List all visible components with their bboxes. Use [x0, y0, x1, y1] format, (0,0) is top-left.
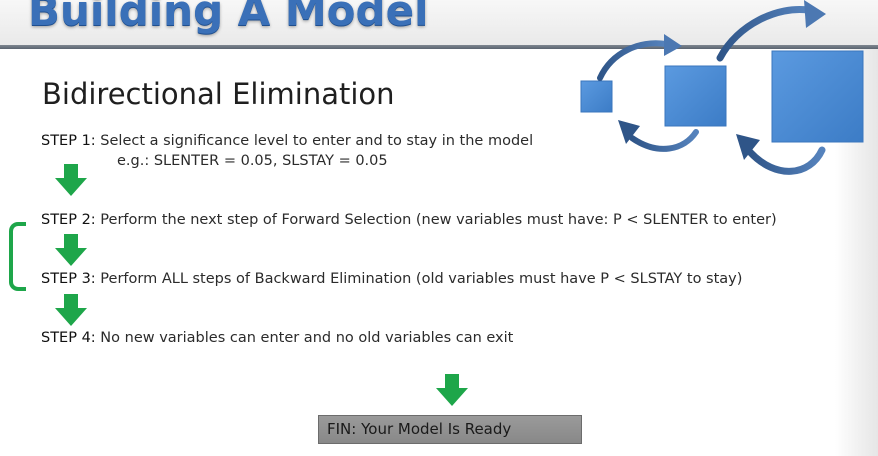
green-down-arrow-icon [55, 234, 87, 266]
slide-subtitle: Bidirectional Elimination [42, 77, 395, 111]
step-4: STEP 4: No new variables can enter and n… [41, 328, 513, 348]
title-divider [0, 45, 878, 49]
step-1-label: STEP 1: [41, 133, 96, 149]
step-3-text: Perform ALL steps of Backward Eliminatio… [95, 271, 743, 287]
small-square [580, 80, 613, 113]
step-2-label: STEP 2: [41, 212, 96, 228]
medium-square [664, 65, 727, 127]
step-1: STEP 1: Select a significance level to e… [41, 131, 533, 151]
curve-arrow-down-2 [746, 146, 826, 175]
step-1-text: Select a significance level to enter and… [95, 133, 534, 149]
curve-arrow-up-2 [716, 5, 812, 62]
step-3-label: STEP 3: [41, 271, 96, 287]
green-down-arrow-icon [55, 164, 87, 196]
growing-squares-graphic [580, 0, 864, 175]
step-2-text: Perform the next step of Forward Selecti… [95, 212, 777, 228]
fin-label: FIN: [327, 420, 357, 438]
curve-arrow-up-1 [597, 40, 669, 81]
slide-title: Building A Model [28, 0, 429, 35]
green-down-arrow-icon [55, 294, 87, 326]
green-down-arrow-icon [436, 374, 468, 406]
step-4-text: No new variables can enter and no old va… [95, 330, 514, 346]
step-2: STEP 2: Perform the next step of Forward… [41, 210, 777, 230]
curve-arrow-down-1 [629, 129, 699, 152]
loop-bracket [9, 222, 26, 291]
large-square [771, 50, 864, 143]
fin-box: FIN: Your Model Is Ready [318, 415, 582, 444]
step-4-label: STEP 4: [41, 330, 96, 346]
step-3: STEP 3: Perform ALL steps of Backward El… [41, 269, 742, 289]
fin-text: Your Model Is Ready [356, 420, 512, 438]
step-1-example: e.g.: SLENTER = 0.05, SLSTAY = 0.05 [117, 153, 388, 169]
